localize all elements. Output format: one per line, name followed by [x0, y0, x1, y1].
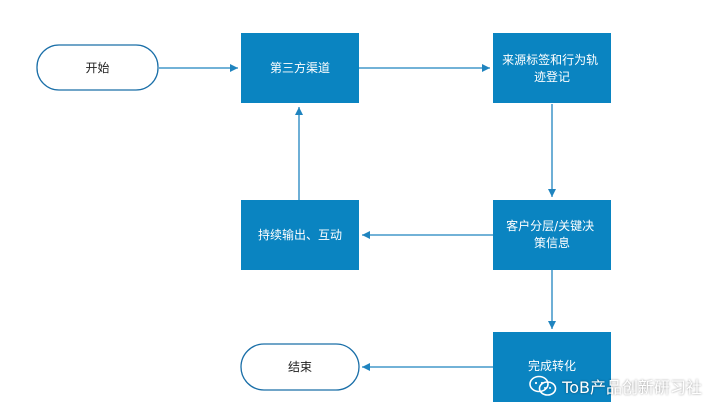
node-third-party-label: 第三方渠道 [270, 60, 330, 75]
node-third-party: 第三方渠道 [241, 33, 359, 103]
node-end: 结束 [240, 343, 360, 391]
node-source-tag-line2: 迹登记 [534, 69, 570, 84]
node-source-tag: 来源标签和行为轨 迹登记 [493, 33, 611, 103]
wechat-icon [529, 375, 557, 396]
node-segment-label: 客户分层/关键决 策信息 [506, 218, 598, 250]
node-source-tag-label: 来源标签和行为轨 迹登记 [502, 52, 602, 84]
node-segment-line2: 策信息 [534, 235, 570, 250]
watermark-text: ToB产品创新研习社 [562, 378, 702, 397]
node-segment-line1: 客户分层/关键决 [506, 218, 594, 233]
node-conversion: 完成转化 [493, 332, 611, 402]
node-end-label: 结束 [288, 360, 312, 374]
node-conversion-label: 完成转化 [528, 358, 576, 373]
node-start-label: 开始 [85, 61, 109, 75]
watermark: ToB产品创新研习社 [528, 374, 702, 398]
node-continuous-label: 持续输出、互动 [258, 227, 342, 242]
node-segment: 客户分层/关键决 策信息 [493, 200, 611, 270]
node-continuous: 持续输出、互动 [241, 200, 359, 270]
node-source-tag-line1: 来源标签和行为轨 [502, 52, 598, 67]
node-start: 开始 [36, 44, 159, 91]
